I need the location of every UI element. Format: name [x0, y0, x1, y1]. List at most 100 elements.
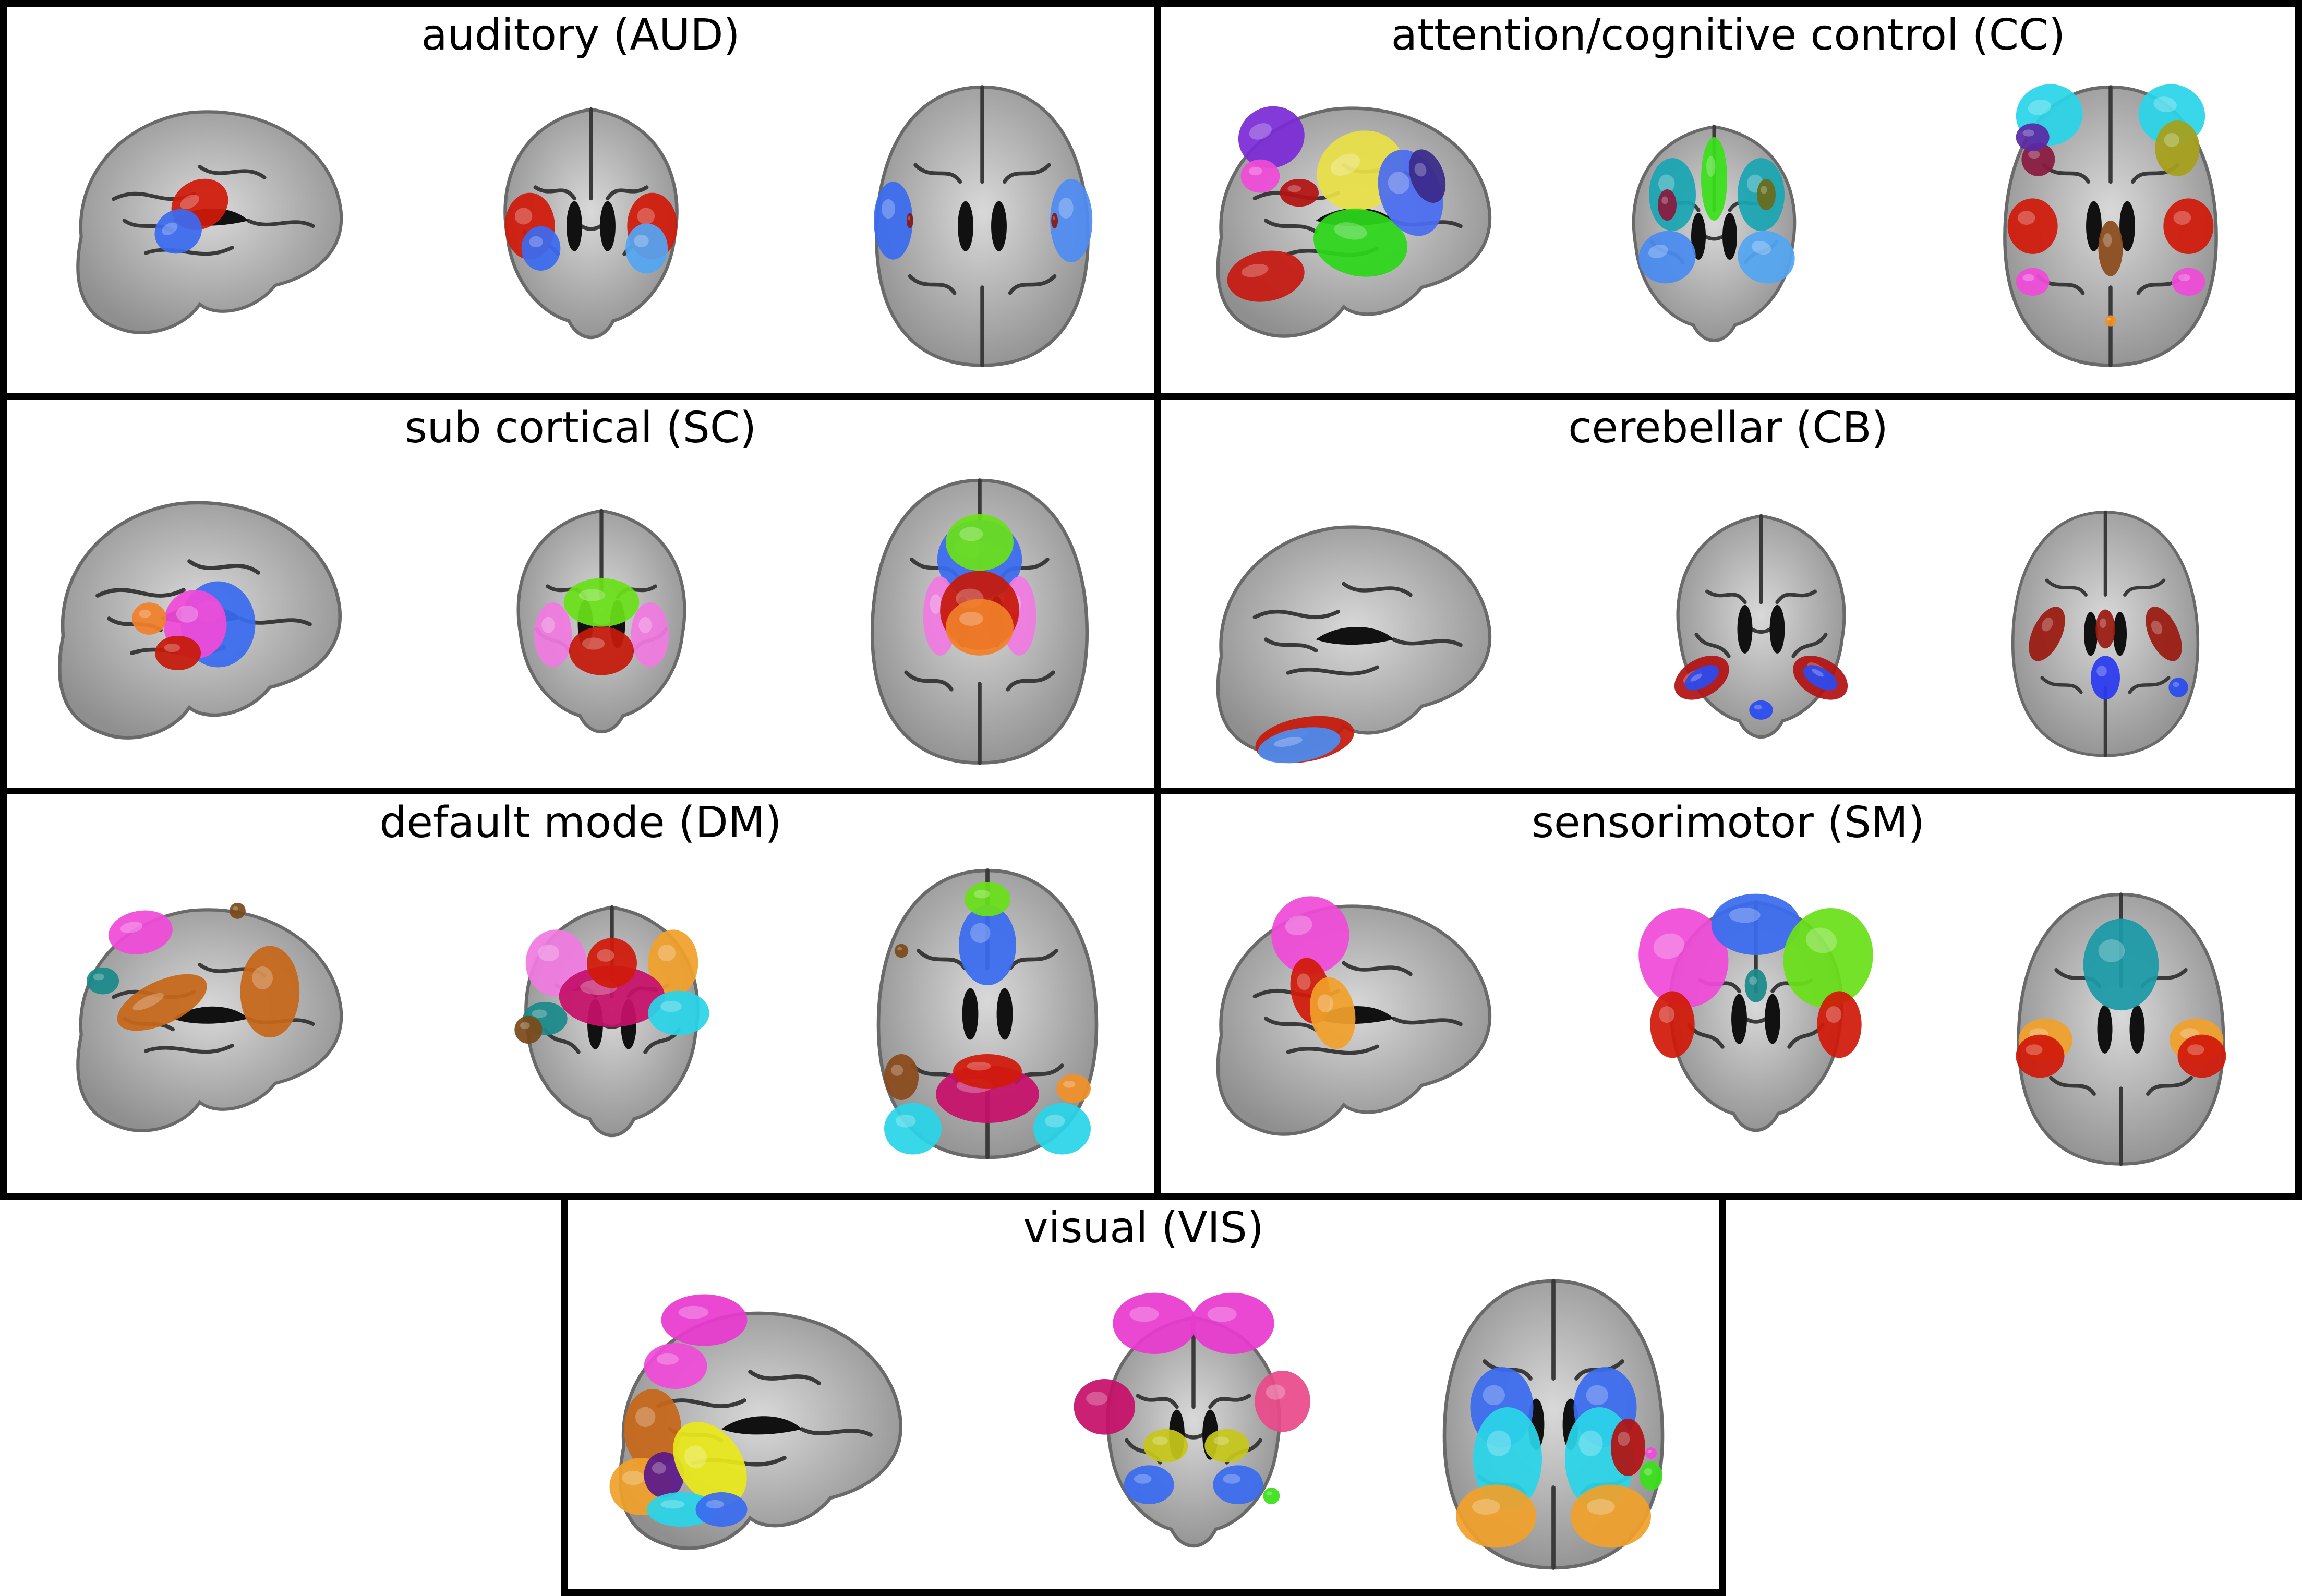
sagittal-slice-svg — [1216, 106, 1492, 338]
blob-highlight — [1618, 1431, 1630, 1446]
ventricle — [962, 988, 979, 1040]
activation-blob — [2091, 656, 2120, 700]
activation-blob — [624, 1389, 681, 1469]
blob-highlight — [881, 199, 896, 219]
activation-blob — [1571, 1484, 1651, 1548]
sagittal-brain-slice — [17, 446, 361, 788]
sagittal-slice-svg — [57, 501, 342, 740]
activation-blob — [1280, 179, 1319, 207]
blob-highlight — [678, 1305, 709, 1319]
activation-blob — [514, 1015, 543, 1044]
sulcus-line — [2045, 578, 2088, 597]
panel-cc: attention/cognitive control (CC) — [1154, 0, 2302, 400]
blob-highlight — [930, 594, 942, 614]
blob-highlight — [176, 605, 199, 623]
blob-highlight — [1826, 1006, 1842, 1023]
sulcus-line — [2128, 676, 2171, 694]
sulcus-line — [1694, 633, 1731, 658]
activation-blob — [884, 1103, 942, 1155]
activation-blob — [1711, 893, 1801, 955]
activation-blob — [155, 636, 201, 670]
ventricle — [1765, 994, 1780, 1044]
activation-blob — [229, 902, 246, 919]
activation-blob — [2016, 123, 2050, 151]
activation-blob — [1074, 1379, 1135, 1435]
sulcus-line — [1791, 633, 1828, 658]
blob-highlight — [1487, 1430, 1511, 1457]
blob-highlight — [597, 949, 614, 962]
blob-highlight — [2026, 1044, 2043, 1055]
activation-blob — [695, 1492, 748, 1527]
blob-highlight — [1414, 163, 1427, 177]
axial-brain-slice — [815, 54, 1149, 388]
ventricle — [1737, 604, 1753, 654]
activation-blob — [1204, 1429, 1249, 1462]
panel-sm: sensorimotor (SM) — [1154, 788, 2302, 1200]
activation-blob — [569, 626, 634, 675]
activation-blob — [2016, 1034, 2065, 1078]
brain-outline — [503, 107, 679, 340]
sulcus-line — [908, 274, 957, 295]
activation-blob — [1744, 969, 1767, 1002]
activation-blob — [132, 602, 166, 635]
sagittal-brain-slice — [38, 59, 361, 382]
blob-highlight — [514, 208, 533, 225]
blob-highlight — [1658, 174, 1675, 193]
blob-highlight — [162, 222, 178, 235]
blob-highlight — [120, 922, 143, 933]
sagittal-slice-svg — [609, 1294, 903, 1550]
blob-highlight — [2187, 1044, 2204, 1055]
blob-highlight — [2103, 233, 2112, 247]
blob-highlight — [532, 1009, 548, 1018]
blob-highlight — [1241, 264, 1269, 277]
blob-highlight — [1063, 1080, 1076, 1088]
blob-highlight — [634, 234, 649, 247]
blob-highlight — [1661, 196, 1668, 204]
activation-blob — [1640, 1461, 1662, 1491]
activation-blob — [1033, 1103, 1091, 1155]
blob-highlight — [1647, 1449, 1652, 1453]
sulcus-line — [606, 185, 649, 201]
panel-title: auditory (AUD) — [421, 10, 740, 60]
sulcus-line — [1286, 665, 1379, 676]
activation-blob — [2177, 1034, 2226, 1078]
panel-cb: cerebellar (CB) — [1154, 393, 2302, 794]
blob-highlight — [1249, 123, 1272, 140]
activation-blob — [1783, 908, 1873, 1008]
activation-blob — [906, 213, 913, 228]
activation-blob — [2016, 268, 2050, 296]
blob-highlight — [891, 1064, 903, 1076]
ventricle — [2097, 1005, 2113, 1054]
activation-blob — [1271, 896, 1349, 974]
ventricle — [991, 201, 1007, 251]
brain-views — [568, 1200, 1719, 1589]
sulcus-line — [913, 163, 962, 184]
blob-highlight — [93, 973, 105, 981]
axial-brain-slice — [1959, 483, 2251, 775]
coronal-slice-svg — [516, 509, 686, 734]
blob-highlight — [1129, 1307, 1159, 1322]
activation-blob — [894, 944, 909, 958]
blob-highlight — [1761, 186, 1767, 194]
sagittal-brain-slice — [1177, 473, 1511, 788]
blob-highlight — [1086, 1392, 1108, 1406]
ventricle — [721, 1416, 802, 1435]
activation-blob — [2163, 198, 2214, 254]
blob-highlight — [1706, 156, 1716, 177]
blob-highlight — [582, 637, 605, 650]
blob-highlight — [622, 1470, 645, 1485]
panel-dm: default mode (DM) — [0, 788, 1161, 1200]
blob-highlight — [1812, 669, 1824, 677]
activation-blob — [1056, 1074, 1091, 1103]
activation-blob — [953, 1054, 1022, 1089]
blob-highlight — [635, 1407, 656, 1428]
sulcus-line — [144, 246, 234, 256]
sulcus-line — [748, 1370, 821, 1385]
panel-title: visual (VIS) — [1023, 1203, 1264, 1253]
blob-highlight — [637, 208, 655, 225]
activation-blob — [2095, 609, 2115, 649]
blob-highlight — [2173, 211, 2191, 225]
blob-highlight — [660, 1500, 685, 1509]
blob-highlight — [1578, 1430, 1603, 1457]
blob-highlight — [1266, 1491, 1272, 1496]
